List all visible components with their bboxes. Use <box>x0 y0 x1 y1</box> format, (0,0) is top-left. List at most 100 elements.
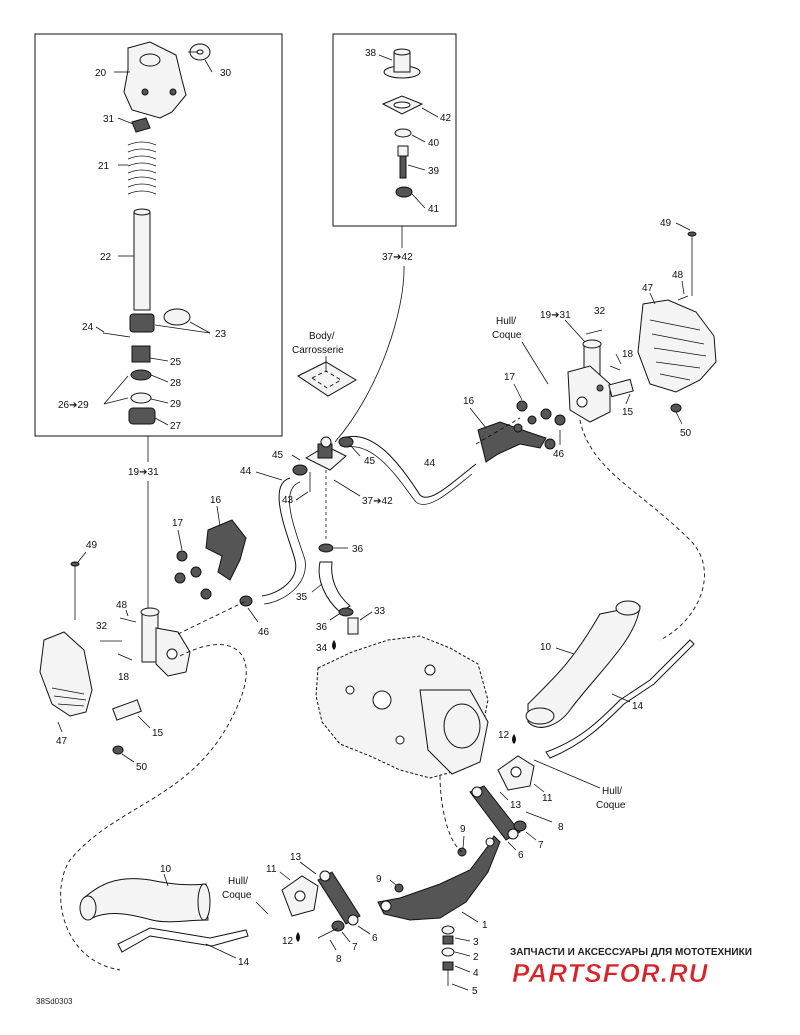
leader-15-left <box>137 715 151 729</box>
dashed-line-pump-to-lever <box>439 775 463 853</box>
callout-43: 43 <box>282 495 294 506</box>
callout-8-left: 8 <box>336 954 342 965</box>
cable-support-37-42 <box>304 436 347 471</box>
callout-37-42-top: 37➔42 <box>382 252 413 263</box>
screw-48-left <box>119 617 137 623</box>
leader-13-right <box>499 791 509 801</box>
leader-7-right <box>525 831 537 841</box>
watermark-logo: PARTSFOR.RU <box>512 958 709 988</box>
steering-cable-44-left-edge <box>263 481 306 605</box>
hull-label-right-line2: Coque <box>596 800 626 811</box>
leader-47-right <box>649 292 656 305</box>
body-label-line1: Body/ <box>309 331 335 342</box>
pivot-stack <box>441 925 455 986</box>
callout-42: 42 <box>440 113 452 124</box>
retainer-31 <box>131 117 151 133</box>
callout-17-left: 17 <box>172 518 184 529</box>
leader-5 <box>451 983 469 991</box>
link-rod-6-left <box>317 870 361 926</box>
leader-15-right <box>625 393 631 405</box>
leader-49-left <box>77 551 87 563</box>
callout-16-right: 16 <box>463 396 475 407</box>
link-rod-6-right <box>469 785 521 841</box>
pin-18-right <box>609 365 621 371</box>
left-inset-frame <box>34 33 283 437</box>
spring-21 <box>127 141 157 195</box>
leader-45-b <box>350 445 361 457</box>
callout-47-right: 47 <box>642 283 654 294</box>
body-label-line2: Carrosserie <box>292 345 344 356</box>
leader-36-b <box>329 613 340 621</box>
dashed-line-head-link <box>177 600 247 635</box>
callout-12-right: 12 <box>498 730 510 741</box>
callout-46-left: 46 <box>258 627 270 638</box>
drop-12-right <box>512 734 516 744</box>
callout-20: 20 <box>95 68 107 79</box>
callout-48-right: 48 <box>672 270 684 281</box>
leader-11-right <box>533 783 545 793</box>
callout-21: 21 <box>98 161 110 172</box>
callout-29: 29 <box>170 399 182 410</box>
callout-22: 22 <box>100 252 112 263</box>
top-inset-arrow-line <box>334 265 405 443</box>
callout-37-42-mid: 37➔42 <box>362 496 393 507</box>
callout-27: 27 <box>170 421 182 432</box>
callout-3: 3 <box>473 937 479 948</box>
clamp-36-b <box>338 607 354 617</box>
leader-16-left <box>216 505 221 527</box>
callout-7-left: 7 <box>352 942 358 953</box>
splined-shaft-15-left <box>112 699 142 721</box>
leader-6-right <box>507 841 517 851</box>
linkage-16-left <box>174 519 247 600</box>
callout-15-left: 15 <box>152 728 164 739</box>
hull-label-left-line1: Hull/ <box>228 876 248 887</box>
splined-shaft-15-right <box>608 378 634 398</box>
screw-48-right <box>677 295 689 301</box>
callout-26-29: 26➔29 <box>58 400 89 411</box>
leader-46-left <box>247 607 259 623</box>
leader-17-left <box>177 529 183 551</box>
callout-16-left: 16 <box>210 495 222 506</box>
leader-9-left <box>389 879 397 886</box>
right-steering-head <box>567 339 611 423</box>
jet-pump-housing <box>315 635 489 779</box>
callout-15-right: 15 <box>622 407 634 418</box>
callout-49-right: 49 <box>660 218 672 229</box>
callout-31: 31 <box>103 114 115 125</box>
callout-50-right: 50 <box>680 428 692 439</box>
steering-cable-44-edge <box>346 446 473 505</box>
callout-50-left: 50 <box>136 762 148 773</box>
callout-12-left: 12 <box>282 936 294 947</box>
callout-33: 33 <box>374 606 386 617</box>
callout-14-left: 14 <box>238 957 250 968</box>
left-nozzle-cover-47 <box>39 631 93 717</box>
callout-4: 4 <box>473 968 479 979</box>
leader-44-left <box>255 471 283 481</box>
reverse-gate-10-left <box>79 878 211 923</box>
leader-14-left <box>205 943 237 959</box>
nut-41 <box>395 186 413 198</box>
callout-36-b: 36 <box>316 622 328 633</box>
callout-6-left: 6 <box>372 933 378 944</box>
leader-1 <box>461 911 479 923</box>
diagram-code: 38Sd0303 <box>36 997 73 1006</box>
drop-34 <box>332 640 336 650</box>
steering-housing <box>123 41 187 119</box>
callout-9-right: 9 <box>460 824 466 835</box>
leader-16-right <box>469 407 487 429</box>
callout-10-right: 10 <box>540 642 552 653</box>
leader-50-left <box>121 753 135 763</box>
nut-9-left <box>394 883 404 893</box>
leader-4 <box>454 965 471 973</box>
dashed-line-right-to-pump <box>579 419 705 641</box>
callout-28: 28 <box>170 378 182 389</box>
top-inset-frame <box>332 33 457 227</box>
nut-9-right <box>457 847 467 857</box>
cable-14-right <box>545 639 695 759</box>
gasket-42 <box>381 95 424 115</box>
dashed-line-left-loop <box>60 644 247 971</box>
leader-3 <box>454 937 471 942</box>
support-38 <box>383 48 421 79</box>
fitting-39 <box>397 145 409 179</box>
